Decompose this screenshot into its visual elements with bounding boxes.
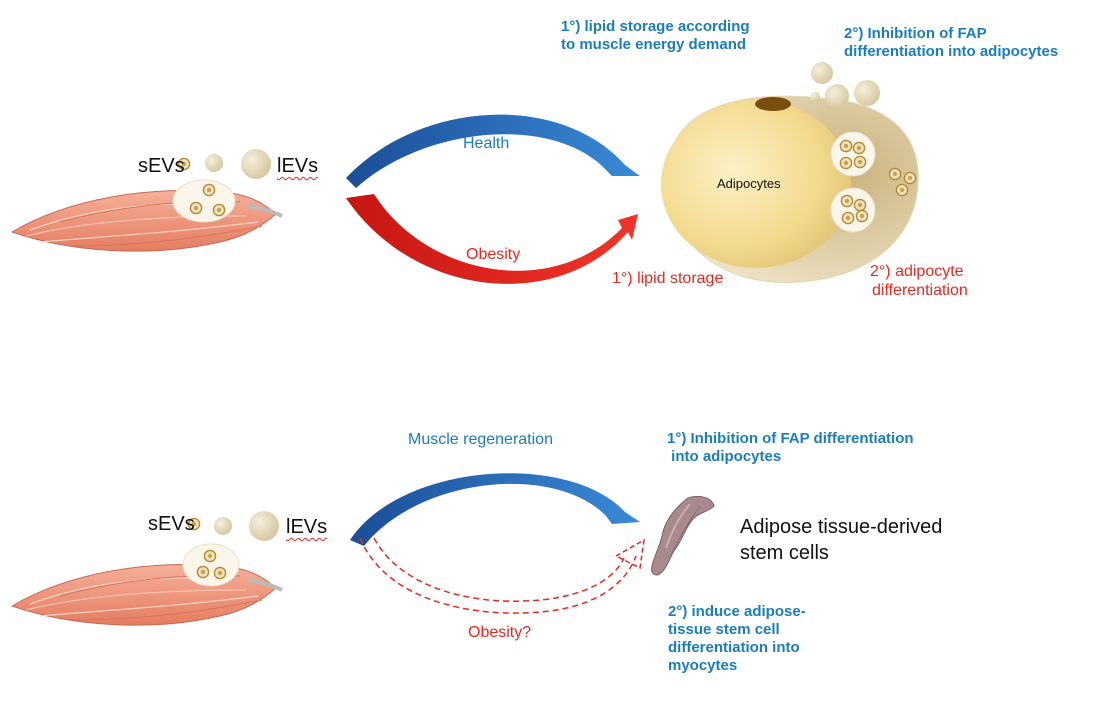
vesicle-icon bbox=[182, 511, 279, 587]
muscle-regeneration-label: Muscle regeneration bbox=[408, 431, 553, 448]
muscle-icon bbox=[10, 564, 283, 626]
levs-label: lEVs bbox=[277, 155, 319, 177]
adipocyte-icon bbox=[661, 62, 919, 283]
sevs-label: sEVs bbox=[138, 155, 185, 177]
health-arrow bbox=[346, 114, 640, 188]
obesity-question-arrow bbox=[373, 537, 625, 602]
sevs-label: sEVs bbox=[148, 513, 195, 535]
obesity-question-arrow bbox=[359, 537, 637, 614]
levs-label: lEVs bbox=[286, 516, 328, 538]
health-label: Health bbox=[463, 135, 510, 152]
obesity-label: Obesity bbox=[466, 246, 521, 263]
myocyte-differentiation-note: 2°) induce adipose- tissue stem cell dif… bbox=[668, 603, 806, 674]
lipid-storage-demand-note: 1°) lipid storage according to muscle en… bbox=[561, 18, 750, 53]
fap-inhibition-note: 2°) Inhibition of FAP differentiation in… bbox=[844, 25, 1059, 60]
obesity-arrow bbox=[346, 194, 638, 284]
obesity-question-label: Obesity? bbox=[468, 624, 532, 641]
muscle-icon bbox=[10, 190, 283, 252]
lipid-storage-note: 1°) lipid storage bbox=[612, 270, 724, 287]
vesicle-icon bbox=[172, 149, 271, 223]
adipocytes-label: Adipocytes bbox=[717, 176, 781, 191]
adipocyte-differentiation-note: 2°) adipocyte differentiation bbox=[870, 263, 968, 300]
obesity-question-arrowhead bbox=[614, 538, 645, 570]
stem-cells-label: Adipose tissue-derived stem cells bbox=[740, 516, 943, 564]
stem-cell-icon bbox=[651, 495, 715, 576]
fap-inhibition-note-bottom: 1°) Inhibition of FAP differentiation in… bbox=[667, 430, 914, 465]
regeneration-arrow bbox=[350, 473, 640, 546]
